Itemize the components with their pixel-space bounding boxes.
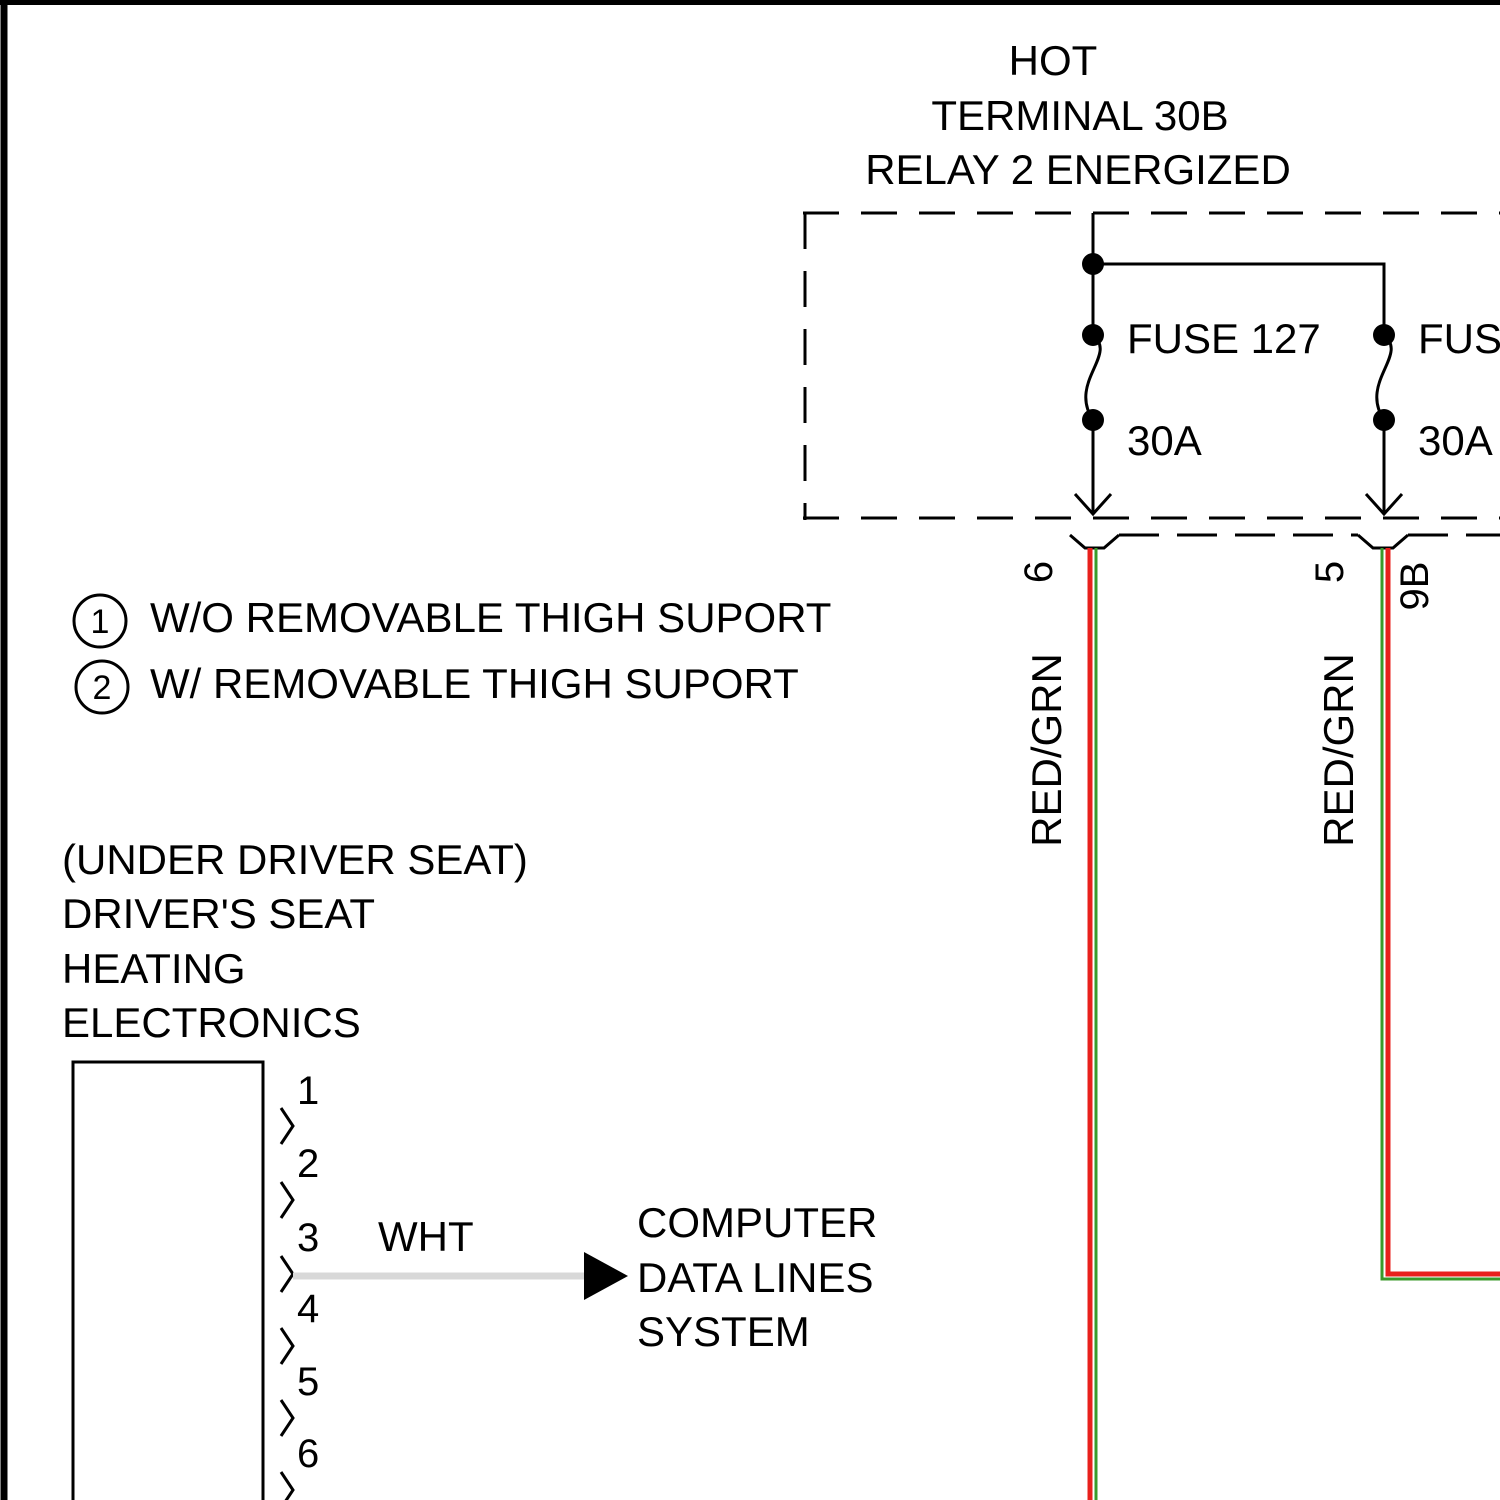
fuse-2-name: FUSE	[1418, 315, 1500, 362]
module-box	[73, 1062, 263, 1500]
legend-text: W/ REMOVABLE THIGH SUPORT	[150, 660, 799, 707]
fuse-127-pin: 6	[1017, 561, 1061, 583]
fuse-2-pin: 5	[1308, 561, 1352, 583]
fuse-2-symbol	[1366, 324, 1402, 514]
legend-item-2: 2 W/ REMOVABLE THIGH SUPORT	[76, 660, 799, 713]
legend-item-1: 1 W/O REMOVABLE THIGH SUPORT	[74, 594, 831, 647]
fuse-box-outline	[803, 213, 1500, 520]
legend-number: 1	[91, 603, 110, 641]
header-line-3: RELAY 2 ENERGIZED	[865, 146, 1291, 193]
data-lines-dest-2: DATA LINES	[637, 1254, 874, 1301]
module-pin-1: 1	[297, 1069, 319, 1113]
module-name-line-3: ELECTRONICS	[62, 999, 361, 1046]
fuse-127-name: FUSE 127	[1127, 315, 1321, 362]
module-pin-4: 4	[297, 1287, 319, 1331]
legend-number: 2	[93, 669, 112, 707]
wht-wire-label: WHT	[378, 1213, 474, 1260]
module-name-line-2: HEATING	[62, 945, 246, 992]
connector-9b	[1070, 535, 1500, 548]
data-lines-dest-1: COMPUTER	[637, 1199, 877, 1246]
arrow-right-icon	[584, 1252, 628, 1300]
module-pin-6: 6	[297, 1432, 319, 1476]
module-location: (UNDER DRIVER SEAT)	[62, 836, 528, 883]
wire-2-color-label: RED/GRN	[1315, 653, 1362, 847]
red-grn-wire-2	[1382, 548, 1500, 1279]
data-lines-dest-3: SYSTEM	[637, 1308, 810, 1355]
bus-junction-dot	[1082, 253, 1104, 275]
wire-1-color-label: RED/GRN	[1023, 653, 1070, 847]
fuse-bus	[1093, 213, 1384, 325]
header-line-1: HOT	[1009, 37, 1098, 84]
header-line-2: TERMINAL 30B	[931, 92, 1228, 139]
connector-id-label: 9B	[1393, 562, 1437, 611]
fuse-127-rating: 30A	[1127, 417, 1202, 464]
fuse-127-symbol	[1075, 324, 1111, 514]
module-pin-5: 5	[297, 1360, 319, 1404]
module-pin-3: 3	[297, 1216, 319, 1260]
red-grn-wire-1	[1090, 548, 1096, 1500]
module-name-line-1: DRIVER'S SEAT	[62, 890, 375, 937]
module-pin-terminals	[281, 1108, 293, 1500]
legend-text: W/O REMOVABLE THIGH SUPORT	[150, 594, 831, 641]
module-pin-2: 2	[297, 1142, 319, 1186]
fuse-2-rating: 30A	[1418, 417, 1493, 464]
